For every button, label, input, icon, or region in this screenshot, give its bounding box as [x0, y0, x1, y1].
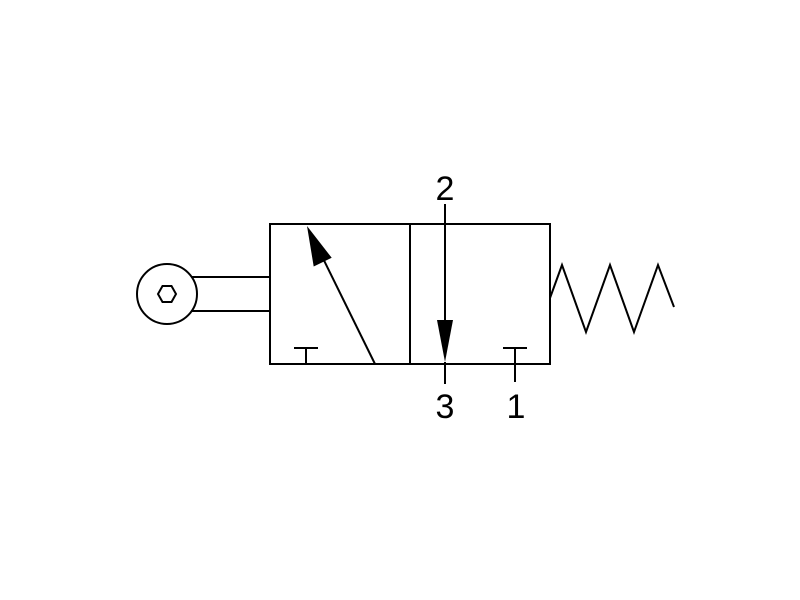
right-box-symbols: [437, 204, 527, 384]
port-1-label: 1: [507, 388, 526, 426]
return-spring: [549, 262, 675, 335]
port-3-label: 3: [436, 388, 455, 426]
port-2-label: 2: [436, 170, 455, 208]
right-position-box: [409, 223, 551, 365]
spring-zigzag: [549, 262, 675, 335]
vertical-arrowhead-icon: [437, 320, 453, 362]
diagonal-arrowhead-icon: [307, 226, 332, 267]
valve-body: [269, 223, 551, 365]
left-box-symbols: [294, 226, 376, 365]
roller-actuator: [136, 263, 270, 325]
roller-hexagon-icon: [156, 285, 178, 303]
roller-circle: [136, 263, 198, 325]
